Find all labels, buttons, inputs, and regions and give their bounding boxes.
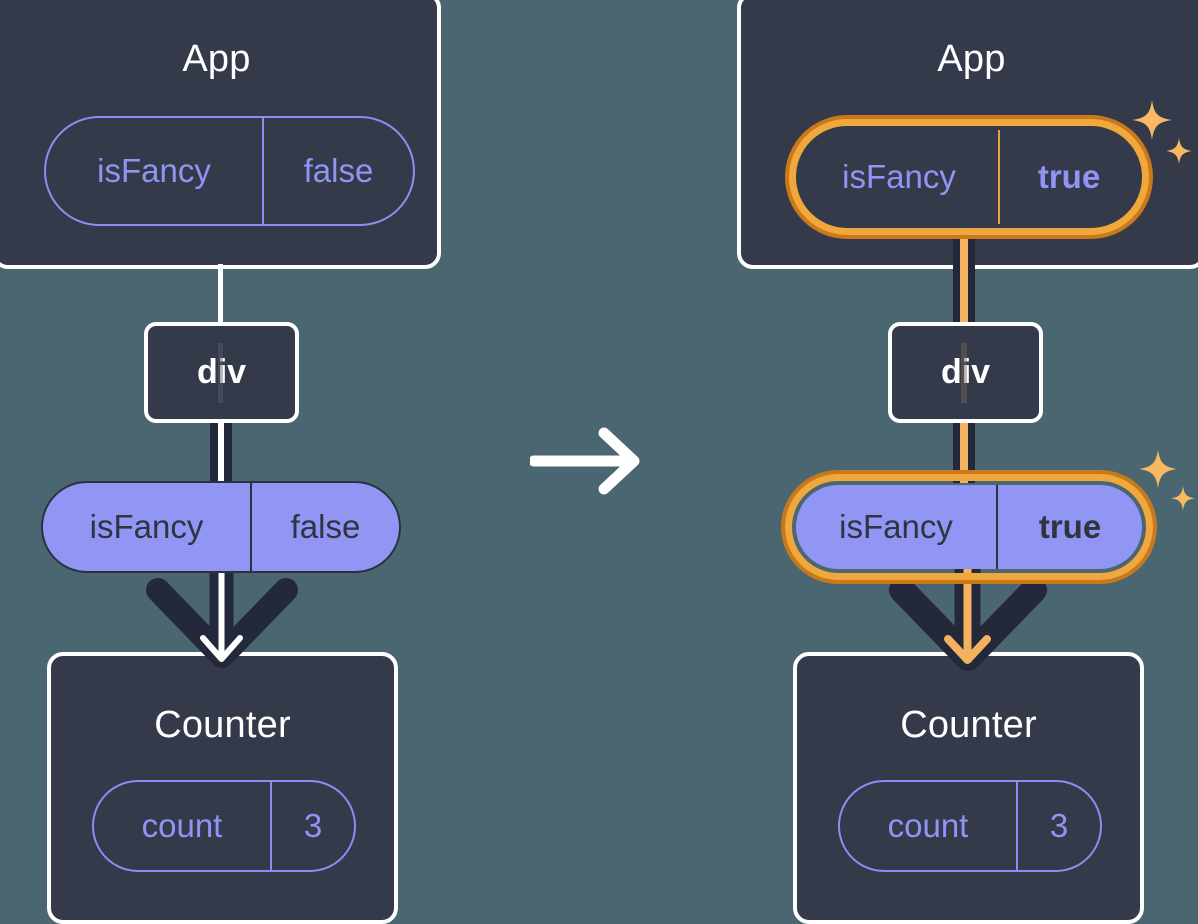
prop-pill-isfancy-before: isFancy false xyxy=(41,481,401,573)
sparkle-icon-prop-after xyxy=(1139,450,1195,511)
state-pill-name-before: isFancy xyxy=(97,152,211,189)
counter-state-name-before: count xyxy=(141,807,223,844)
state-pill-value-after: true xyxy=(998,130,1138,224)
counter-component-box-before: Counter count 3 xyxy=(47,652,398,924)
prop-pill-highlight-ring-after xyxy=(785,474,1153,580)
edge-through-div-before xyxy=(218,343,223,403)
edge-div-to-prop-core-after xyxy=(960,421,968,483)
div-node-label-after: div xyxy=(940,353,991,391)
prop-pill-name-after: isFancy xyxy=(839,508,953,545)
state-pill-isfancy-before: isFancy false xyxy=(44,116,415,226)
arrow-prop-to-counter-before xyxy=(146,564,298,668)
counter-component-box-after: Counter count 3 xyxy=(793,652,1144,924)
state-pill-name-after: isFancy xyxy=(842,158,956,195)
counter-title-after: Counter xyxy=(900,704,1037,746)
state-pill-value-before: false xyxy=(262,118,413,224)
edge-through-div-after xyxy=(961,343,967,403)
prop-pill-value-after: true xyxy=(996,485,1142,569)
prop-pill-isfancy-after: isFancy true xyxy=(796,485,1142,569)
counter-state-value-after: 3 xyxy=(1016,782,1100,870)
arrow-prop-to-counter-after xyxy=(889,564,1047,671)
prop-pill-name-before: isFancy xyxy=(89,508,204,545)
div-node-label-before: div xyxy=(196,353,247,391)
app-title-after: App xyxy=(937,38,1006,80)
state-pill-highlight-ring-after xyxy=(789,119,1149,235)
edge-app-to-div-before xyxy=(218,264,223,322)
counter-state-pill-before: count 3 xyxy=(92,780,356,872)
state-pill-isfancy-after: isFancy true xyxy=(800,130,1138,224)
counter-state-value-before: 3 xyxy=(270,782,354,870)
app-component-box-before: App isFancy false xyxy=(0,0,441,269)
counter-state-pill-after: count 3 xyxy=(838,780,1102,872)
edge-app-to-div-core-after xyxy=(960,232,968,324)
transition-arrow-icon xyxy=(530,427,640,495)
div-node-after: div xyxy=(888,322,1043,423)
edge-div-to-prop-core-before xyxy=(218,421,224,483)
prop-pill-value-before: false xyxy=(250,483,399,571)
app-title-before: App xyxy=(182,38,251,80)
counter-title-before: Counter xyxy=(154,704,291,746)
div-node-before: div xyxy=(144,322,299,423)
sparkle-icon-app-after xyxy=(1132,100,1192,164)
counter-state-name-after: count xyxy=(887,807,969,844)
